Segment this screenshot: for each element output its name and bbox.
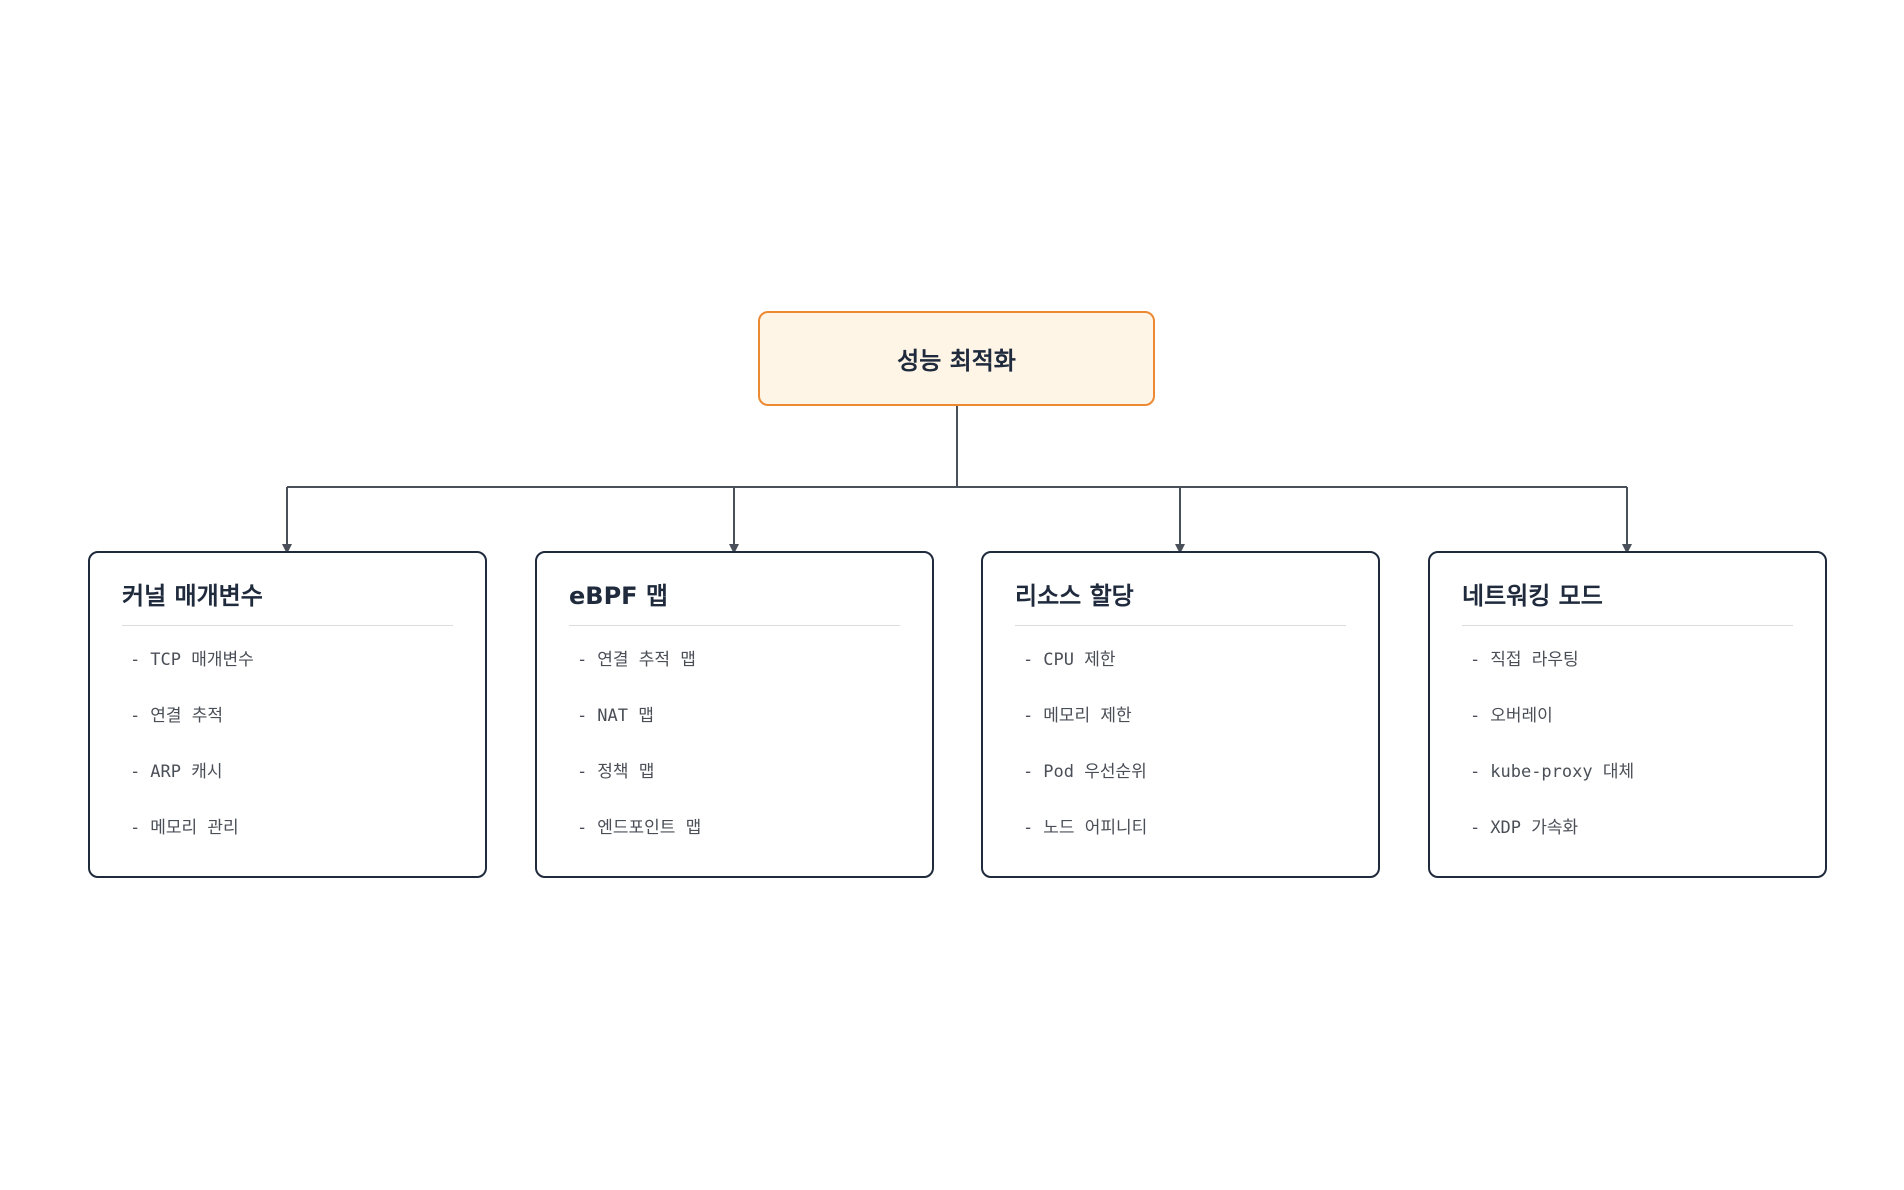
category-item: -연결 추적 맵: [577, 650, 696, 670]
category-item-label: NAT 맵: [597, 706, 654, 726]
category-item: -ARP 캐시: [130, 762, 223, 782]
category-item: -메모리 관리: [130, 818, 239, 838]
category-card-networking-mode: 네트워킹 모드 -직접 라우팅 -오버레이 -kube-proxy 대체 -XD…: [1428, 551, 1827, 878]
category-item: -정책 맵: [577, 762, 655, 782]
category-item: -노드 어피니티: [1023, 818, 1148, 838]
category-item-label: 오버레이: [1490, 706, 1553, 726]
root-node: 성능 최적화: [758, 311, 1155, 406]
category-item-label: 엔드포인트 맵: [597, 818, 702, 838]
category-item-label: ARP 캐시: [150, 762, 223, 782]
category-item: -엔드포인트 맵: [577, 818, 702, 838]
category-title: 네트워킹 모드: [1462, 577, 1793, 626]
category-item-label: 정책 맵: [597, 762, 655, 782]
category-title: 커널 매개변수: [122, 577, 453, 626]
category-item-label: kube-proxy 대체: [1490, 762, 1635, 782]
category-item-label: CPU 제한: [1043, 650, 1116, 670]
category-item: -메모리 제한: [1023, 706, 1132, 726]
category-item-list: -직접 라우팅 -오버레이 -kube-proxy 대체 -XDP 가속화: [1462, 626, 1793, 864]
category-item-label: 메모리 제한: [1043, 706, 1132, 726]
category-item-label: Pod 우선순위: [1043, 762, 1147, 782]
category-item-list: -CPU 제한 -메모리 제한 -Pod 우선순위 -노드 어피니티: [1015, 626, 1346, 864]
category-card-ebpf-maps: eBPF 맵 -연결 추적 맵 -NAT 맵 -정책 맵 -엔드포인트 맵: [535, 551, 934, 878]
category-title: 리소스 할당: [1015, 577, 1346, 626]
category-item-label: 노드 어피니티: [1043, 818, 1148, 838]
category-card-resource-allocation: 리소스 할당 -CPU 제한 -메모리 제한 -Pod 우선순위 -노드 어피니…: [981, 551, 1380, 878]
category-item-list: -연결 추적 맵 -NAT 맵 -정책 맵 -엔드포인트 맵: [569, 626, 900, 864]
category-item: -XDP 가속화: [1470, 818, 1579, 838]
category-item-label: 연결 추적 맵: [597, 650, 696, 670]
category-item: -오버레이: [1470, 706, 1553, 726]
category-item: -NAT 맵: [577, 706, 654, 726]
category-title: eBPF 맵: [569, 577, 900, 626]
category-item-label: 메모리 관리: [150, 818, 239, 838]
root-node-title: 성능 최적화: [897, 347, 1016, 375]
category-item: -CPU 제한: [1023, 650, 1116, 670]
category-item-label: XDP 가속화: [1490, 818, 1579, 838]
category-item-label: 직접 라우팅: [1490, 650, 1579, 670]
category-item-label: TCP 매개변수: [150, 650, 254, 670]
category-item: -kube-proxy 대체: [1470, 762, 1635, 782]
category-item: -연결 추적: [130, 706, 224, 726]
category-item: -직접 라우팅: [1470, 650, 1579, 670]
category-item: -Pod 우선순위: [1023, 762, 1147, 782]
category-item-label: 연결 추적: [150, 706, 224, 726]
category-card-kernel-params: 커널 매개변수 -TCP 매개변수 -연결 추적 -ARP 캐시 -메모리 관리: [88, 551, 487, 878]
category-item-list: -TCP 매개변수 -연결 추적 -ARP 캐시 -메모리 관리: [122, 626, 453, 864]
category-item: -TCP 매개변수: [130, 650, 254, 670]
